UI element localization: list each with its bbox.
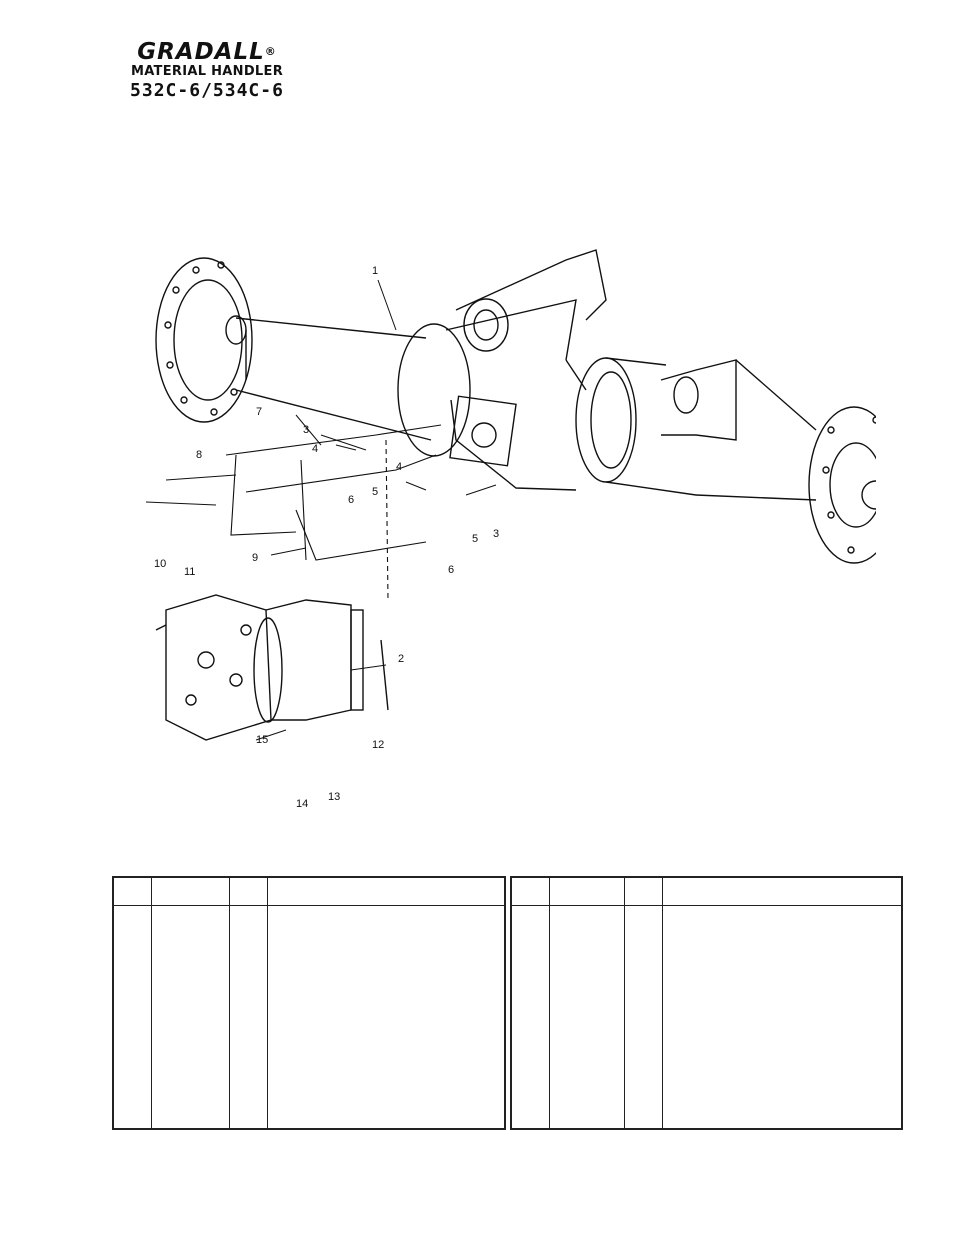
callout-5a: 5 [372, 486, 378, 498]
parts-table-right [510, 876, 903, 1130]
center-housing [397, 249, 607, 491]
callout-14: 14 [296, 798, 308, 810]
callout-6b: 6 [448, 564, 454, 576]
column-description [663, 878, 901, 1128]
product-line: MATERIAL HANDLER [130, 64, 284, 79]
model-number: 532C-6/534C-6 [130, 80, 284, 101]
drive-motor-assembly [155, 594, 389, 741]
parts-table-left [112, 876, 506, 1130]
callout-12: 12 [372, 739, 384, 751]
callout-4a: 4 [312, 443, 318, 455]
callout-3a: 3 [303, 424, 309, 436]
callout-13: 13 [328, 791, 340, 803]
callout-2: 2 [398, 653, 404, 665]
column-part-number [152, 878, 230, 1128]
callout-1: 1 [372, 265, 378, 277]
column-item [512, 878, 550, 1128]
callout-10: 10 [154, 558, 166, 570]
axle-exploded-drawing: 1 2 3 3 4 4 5 5 6 6 7 8 9 10 11 12 13 14… [145, 249, 876, 810]
callout-leaders [255, 279, 497, 741]
left-flange [155, 257, 253, 423]
callout-15: 15 [256, 734, 268, 746]
callout-8: 8 [196, 449, 202, 461]
callout-7: 7 [256, 406, 262, 418]
callout-9: 9 [252, 552, 258, 564]
callout-3b: 3 [493, 528, 499, 540]
column-item [114, 878, 152, 1128]
right-gear-drum [575, 357, 817, 501]
callout-11: 11 [184, 566, 195, 578]
column-quantity [625, 878, 663, 1128]
callout-4b: 4 [396, 461, 402, 473]
callout-5b: 5 [472, 533, 478, 545]
callout-6a: 6 [348, 494, 354, 506]
column-description [268, 878, 504, 1128]
hydraulic-lines [145, 424, 442, 601]
document-header: GRADALL® MATERIAL HANDLER 532C-6/534C-6 [112, 40, 302, 102]
right-flange [808, 406, 876, 564]
brand-logo: GRADALL® [137, 39, 277, 65]
column-part-number [550, 878, 625, 1128]
column-quantity [230, 878, 268, 1128]
